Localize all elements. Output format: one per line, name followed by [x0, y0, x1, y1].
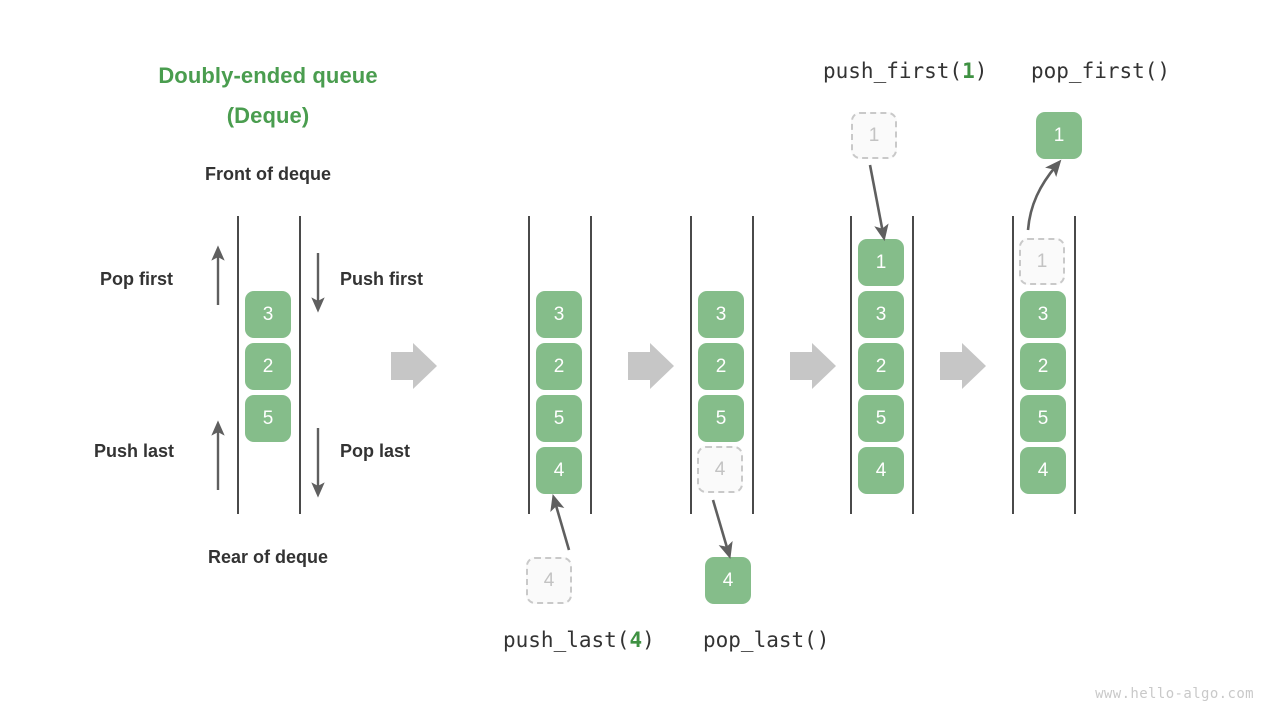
floating-cell-push-last: 4 [526, 557, 572, 604]
push-last-flow-arrow-icon [550, 494, 571, 551]
push-last-label: Push last [94, 441, 175, 461]
deque-rail-right-stage-3 [912, 216, 914, 514]
deque-rail-left-stage-2 [690, 216, 692, 514]
caption-push-first-arg: 1 [962, 59, 975, 83]
deque-cell: 5 [245, 395, 291, 442]
watermark: www.hello-algo.com [1095, 686, 1254, 702]
deque-cell: 2 [858, 343, 904, 390]
caption-pop-first: pop_first() [1031, 59, 1170, 83]
deque-cell: 5 [536, 395, 582, 442]
deque-cell: 5 [698, 395, 744, 442]
deque-rail-left-stage-0 [237, 216, 239, 514]
caption-push-first: push_first(1) [823, 59, 987, 83]
diagram-title-line1: Doubly-ended queue [158, 63, 378, 88]
caption-push-last-name: push_last( [503, 628, 630, 652]
diagram-title-line2: (Deque) [226, 103, 310, 128]
deque-cell: 2 [1020, 343, 1066, 390]
deque-cell: 4 [1020, 447, 1066, 494]
deque-cell: 4 [536, 447, 582, 494]
pop-first-flow-arrow-icon [1026, 159, 1062, 231]
caption-push-first-close: ) [974, 59, 988, 83]
floating-cell-push-first: 1 [851, 112, 897, 159]
deque-cell: 4 [858, 447, 904, 494]
pop-first-label: Pop first [100, 269, 174, 289]
caption-pop-first-name: pop_first() [1031, 59, 1171, 83]
deque-cell: 3 [536, 291, 582, 338]
rear-of-deque-label: Rear of deque [207, 547, 329, 567]
transition-arrow-icon-1 [628, 343, 674, 389]
pop-last-label: Pop last [340, 441, 411, 461]
push-first-label: Push first [340, 269, 424, 289]
front-of-deque-label: Front of deque [205, 164, 331, 184]
deque-cell: 5 [858, 395, 904, 442]
deque-cell: 3 [245, 291, 291, 338]
deque-rail-right-stage-1 [590, 216, 592, 514]
floating-cell-pop-last: 4 [705, 557, 751, 604]
pop-last-flow-arrow-icon [711, 499, 733, 559]
deque-cell: 5 [1020, 395, 1066, 442]
caption-pop-last: pop_last() [703, 628, 829, 652]
transition-arrow-icon-2 [790, 343, 836, 389]
deque-rail-left-stage-4 [1012, 216, 1014, 514]
transition-arrow-icon-3 [940, 343, 986, 389]
deque-cell-ghost: 4 [697, 446, 743, 493]
floating-cell-pop-first: 1 [1036, 112, 1082, 159]
deque-cell: 3 [1020, 291, 1066, 338]
deque-rail-right-stage-0 [299, 216, 301, 514]
deque-cell-ghost: 1 [1019, 238, 1065, 285]
push-first-flow-arrow-icon [868, 164, 889, 242]
caption-push-last: push_last(4) [503, 628, 655, 652]
deque-cell: 2 [536, 343, 582, 390]
caption-pop-last-name: pop_last() [703, 628, 830, 652]
deque-cell: 3 [858, 291, 904, 338]
deque-cell: 3 [698, 291, 744, 338]
deque-rail-left-stage-1 [528, 216, 530, 514]
deque-rail-left-stage-3 [850, 216, 852, 514]
deque-cell: 2 [698, 343, 744, 390]
caption-push-last-close: ) [642, 628, 655, 652]
diagram-title: Doubly-ended queue (Deque) [143, 56, 393, 136]
caption-push-last-arg: 4 [629, 628, 643, 652]
deque-cell: 2 [245, 343, 291, 390]
caption-push-first-name: push_first( [823, 59, 963, 83]
deque-rail-right-stage-2 [752, 216, 754, 514]
deque-rail-right-stage-4 [1074, 216, 1076, 514]
deque-cell: 1 [858, 239, 904, 286]
transition-arrow-icon-0 [391, 343, 437, 389]
